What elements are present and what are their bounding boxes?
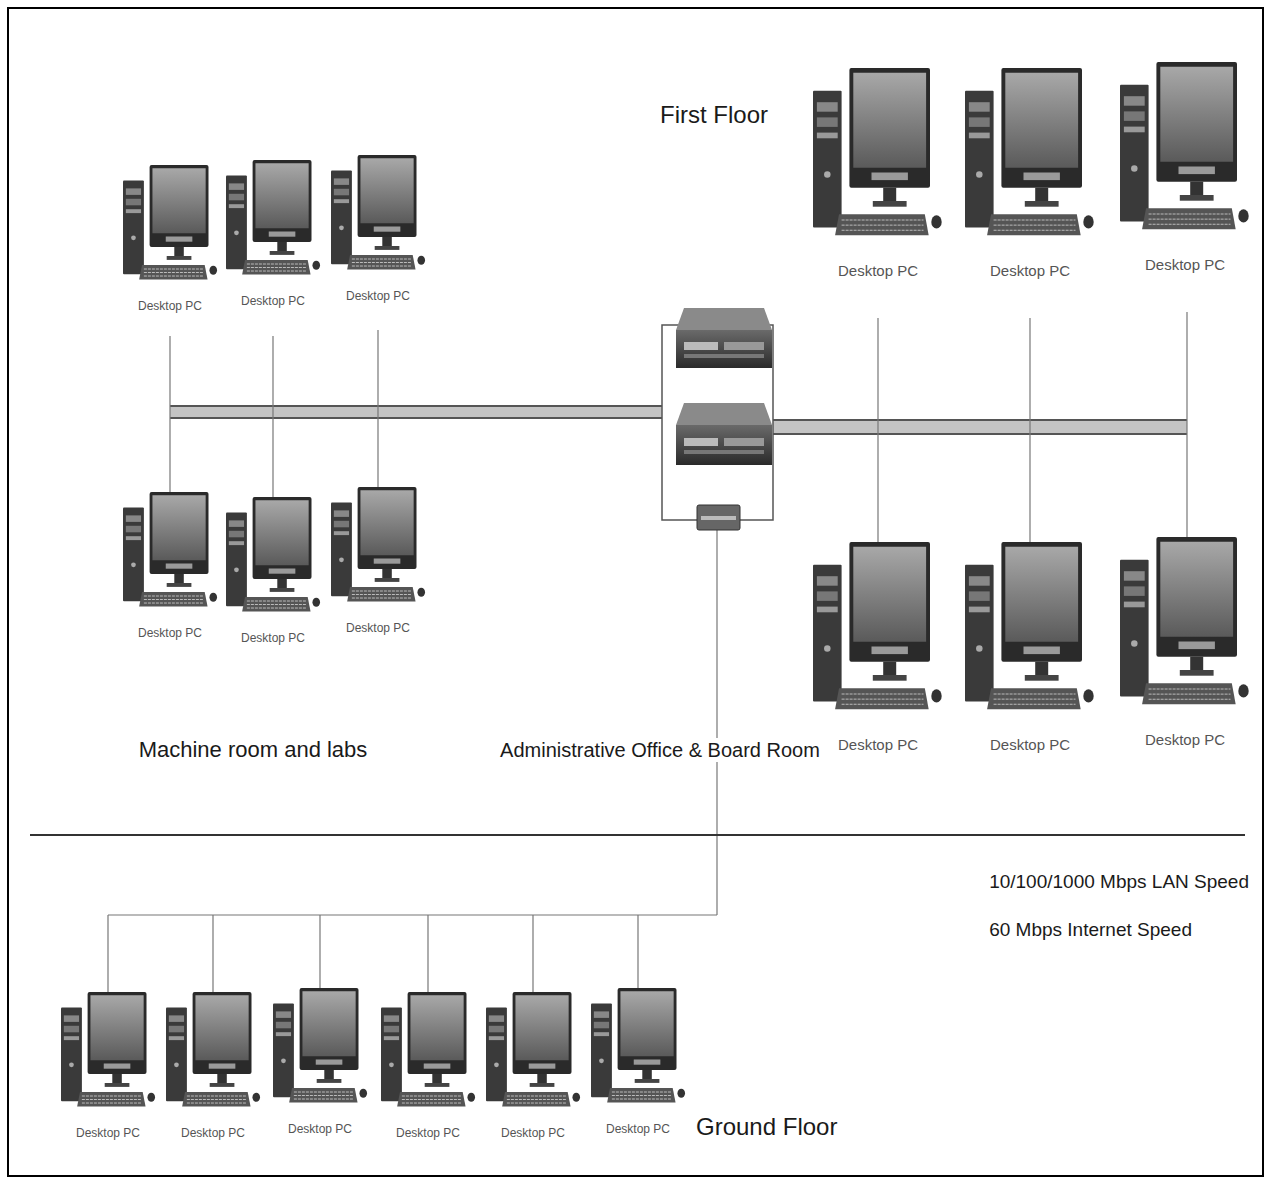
desktop-pc: Desktop PC [123, 165, 218, 314]
desktop-pc-icon [123, 492, 218, 622]
speed-note: 60 Mbps Internet Speed [986, 919, 1195, 942]
pc-label: Desktop PC [179, 1126, 247, 1140]
desktop-pc: Desktop PC [381, 992, 476, 1141]
pc-label: Desktop PC [344, 621, 412, 635]
desktop-pc: Desktop PC [273, 988, 368, 1137]
desktop-pc-icon [965, 68, 1095, 258]
desktop-pc: Desktop PC [331, 155, 426, 304]
desktop-pc: Desktop PC [965, 542, 1095, 754]
router [697, 505, 740, 530]
desktop-pc: Desktop PC [166, 992, 261, 1141]
floor-divider [30, 834, 1245, 836]
pc-label: Desktop PC [136, 299, 204, 313]
desktop-pc-icon [273, 988, 368, 1118]
network-switch [676, 403, 772, 465]
desktop-pc: Desktop PC [123, 492, 218, 641]
desktop-pc: Desktop PC [61, 992, 156, 1141]
pc-label: Desktop PC [836, 736, 920, 754]
pc-label: Desktop PC [239, 294, 307, 308]
desktop-pc: Desktop PC [1120, 62, 1250, 274]
pc-label: Desktop PC [239, 631, 307, 645]
pc-label: Desktop PC [286, 1122, 354, 1136]
pc-label: Desktop PC [988, 736, 1072, 754]
pc-label: Desktop PC [1143, 731, 1227, 749]
desktop-pc: Desktop PC [331, 487, 426, 636]
desktop-pc-icon [1120, 62, 1250, 252]
pc-label: Desktop PC [499, 1126, 567, 1140]
frame [8, 8, 1263, 1176]
pc-label: Desktop PC [988, 262, 1072, 280]
desktop-pc-icon [1120, 537, 1250, 727]
floor-title: Ground Floor [693, 1113, 840, 1142]
pc-label: Desktop PC [136, 626, 204, 640]
floor-title: First Floor [657, 101, 771, 130]
desktop-pc: Desktop PC [226, 160, 321, 309]
desktop-pc: Desktop PC [813, 68, 943, 280]
desktop-pc: Desktop PC [813, 542, 943, 754]
desktop-pc-icon [226, 497, 321, 627]
speed-note: 10/100/1000 Mbps LAN Speed [986, 871, 1252, 894]
switch-cabinet [662, 325, 773, 520]
desktop-pc: Desktop PC [591, 988, 686, 1137]
desktop-pc: Desktop PC [965, 68, 1095, 280]
pc-label: Desktop PC [836, 262, 920, 280]
desktop-pc-icon [331, 487, 426, 617]
desktop-pc-icon [226, 160, 321, 290]
network-switch [676, 308, 772, 368]
pc-label: Desktop PC [344, 289, 412, 303]
pc-label: Desktop PC [74, 1126, 142, 1140]
pc-label: Desktop PC [1143, 256, 1227, 274]
desktop-pc-icon [813, 68, 943, 258]
desktop-pc: Desktop PC [1120, 537, 1250, 749]
desktop-pc-icon [813, 542, 943, 732]
desktop-pc-icon [123, 165, 218, 295]
desktop-pc-icon [331, 155, 426, 285]
area-label: Administrative Office & Board Room [497, 738, 823, 762]
desktop-pc: Desktop PC [486, 992, 581, 1141]
pc-label: Desktop PC [604, 1122, 672, 1136]
desktop-pc-icon [591, 988, 686, 1118]
desktop-pc-icon [166, 992, 261, 1122]
desktop-pc-icon [381, 992, 476, 1122]
left-bus [170, 406, 662, 418]
desktop-pc: Desktop PC [226, 497, 321, 646]
desktop-pc-icon [61, 992, 156, 1122]
right-bus [773, 420, 1187, 434]
pc-label: Desktop PC [394, 1126, 462, 1140]
desktop-pc-icon [486, 992, 581, 1122]
desktop-pc-icon [965, 542, 1095, 732]
area-label: Machine room and labs [136, 737, 371, 763]
